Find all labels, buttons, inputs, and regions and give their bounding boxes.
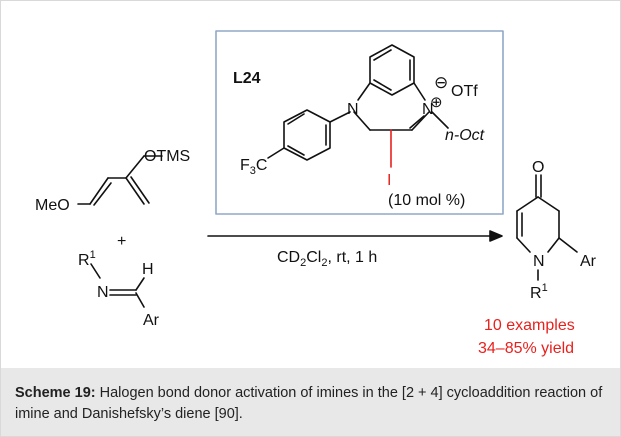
scheme-caption: Scheme 19: Halogen bond donor activation… — [15, 383, 605, 425]
reaction-conditions: CD2Cl2, rt, 1 h — [277, 249, 377, 269]
diene-otms-label: OTMS — [144, 148, 190, 165]
examples-count: 10 examples — [484, 317, 575, 334]
n-octyl-label: n-Oct — [445, 127, 485, 144]
n-aryl-bond — [329, 111, 351, 123]
product-r1-label: R1 — [530, 282, 548, 302]
caption-label: Scheme 19: — [15, 385, 96, 401]
catalyst-box — [215, 30, 504, 215]
diene-meo-label: MeO — [35, 197, 70, 214]
imine-r1-label: R1 — [78, 249, 96, 269]
product-ring — [516, 174, 578, 281]
product-ar-label: Ar — [580, 253, 597, 270]
catalyst-loading: (10 mol %) — [388, 192, 465, 209]
counterion-text: OTf — [451, 83, 478, 100]
caption-area — [1, 368, 620, 436]
danishefsky-diene — [77, 155, 163, 206]
cf3-label: F3C — [240, 157, 267, 177]
iodine-label: I — [387, 172, 391, 189]
catalyst-benzene-ring — [369, 44, 415, 96]
caption-text: Halogen bond donor activation of imines … — [15, 385, 603, 422]
imine-h-label: H — [142, 261, 154, 278]
ring-nitrogen-left: N — [347, 101, 359, 118]
imine-nitrogen-label: N — [97, 284, 109, 301]
ring-nitrogen-right: N — [422, 101, 434, 118]
product-carbonyl-o: O — [532, 159, 544, 176]
yield-range: 34–85% yield — [478, 340, 574, 357]
n-octyl-bond — [431, 111, 449, 129]
product-nitrogen: N — [533, 253, 545, 270]
reaction-scheme: L24 ⊖ OTf ⊕ N N n-Oct F3C I (10 mol %) M… — [35, 30, 597, 357]
plus-sign: + — [117, 233, 126, 250]
cation-charge: ⊕ — [430, 94, 443, 111]
imine-ar-label: Ar — [143, 312, 160, 329]
counterion-charge: ⊖ — [434, 73, 448, 92]
aryl-ring — [283, 109, 331, 161]
cf3-bond — [267, 147, 285, 159]
imine — [90, 263, 145, 308]
catalyst-label: L24 — [233, 70, 261, 87]
